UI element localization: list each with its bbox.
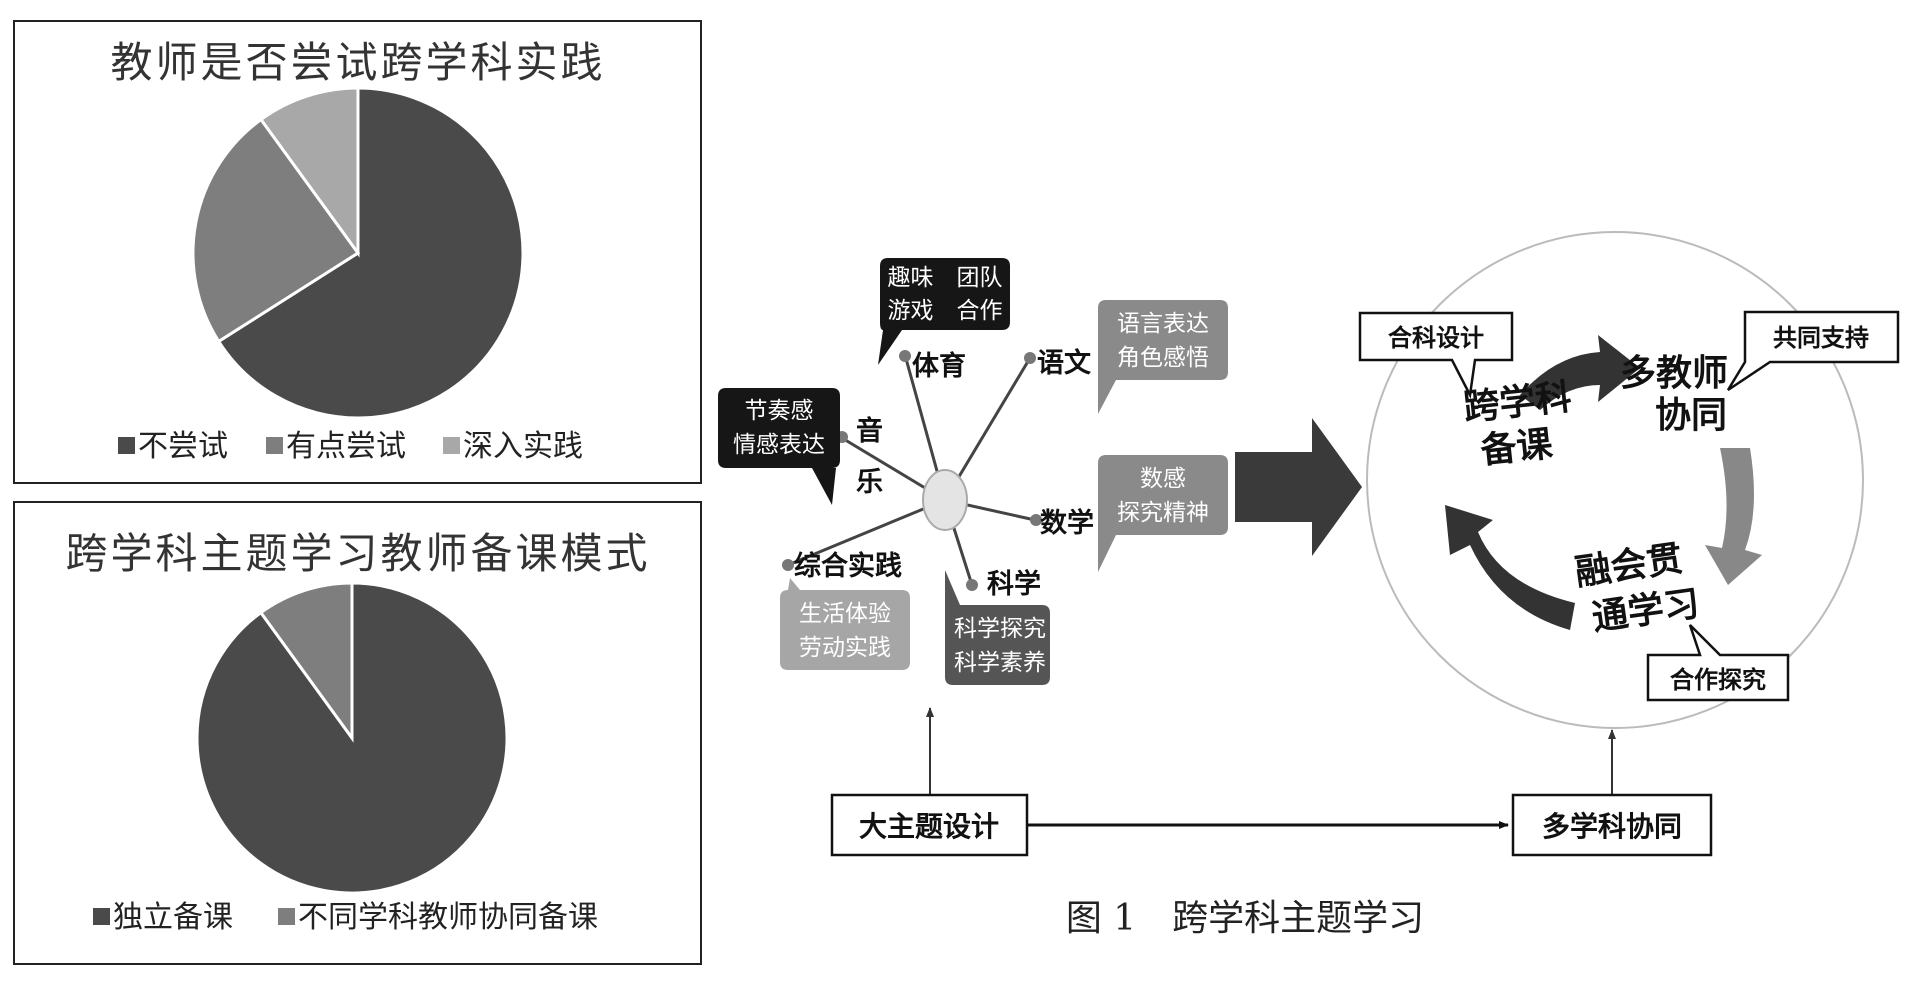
tag-1: 合科设计 — [1358, 311, 1514, 400]
cycle-step-1-line-2: 备课 — [1479, 424, 1555, 472]
bubble-music-shape — [718, 388, 840, 505]
subject-science: 科学 — [987, 568, 1041, 600]
bubble-math: 数感 探究精神 — [1098, 455, 1228, 572]
pie-chart-1-panel: 教师是否尝试跨学科实践 不尝试 有点尝试 深入实践 — [13, 20, 702, 484]
cycle-step-1-line-1: 跨学科 — [1462, 376, 1574, 429]
cycle-arrow-bottom-left — [1445, 505, 1575, 630]
bubble-pe-shape — [878, 258, 1010, 365]
hub-node — [922, 469, 968, 531]
bubble-practice-shape — [780, 578, 910, 670]
subject-practice: 综合实践 — [794, 550, 902, 582]
pie-chart-1-title: 教师是否尝试跨学科实践 — [110, 38, 605, 87]
box-multi-subject-frame — [1511, 793, 1713, 857]
cycle-arrow-top — [1520, 335, 1640, 410]
legend-label-some-try: 有点尝试 — [286, 429, 406, 464]
bubble-science-line-2: 科学素养 — [954, 650, 1046, 676]
bubble-music-line-2: 情感表达 — [733, 432, 825, 458]
subject-pe: 体育 — [912, 350, 966, 382]
pie-slice-3 — [258, 86, 360, 258]
tag-3-label: 合作探究 — [1670, 665, 1766, 694]
bubble-chinese: 语言表达 角色感悟 — [1098, 300, 1228, 414]
legend-label-independent: 独立备课 — [113, 900, 233, 935]
pie-chart-2-legend: 独立备课 不同学科教师协同备课 — [93, 900, 598, 935]
legend-label-no-try: 不尝试 — [138, 429, 228, 464]
legend-swatch-independent — [93, 908, 110, 925]
bubble-pe: 趣味 团队 游戏 合作 — [878, 258, 1010, 365]
pie-chart-2-title: 跨学科主题学习教师备课模式 — [65, 529, 650, 578]
diagram: 体育 语文 音 乐 数学 综合实践 科学 趣味 团队 游戏 合作 语言表达 角色… — [718, 231, 1900, 939]
cycle-arrow-right — [1705, 448, 1762, 585]
bubble-music: 节奏感 情感表达 — [718, 388, 840, 505]
bubble-math-shape — [1098, 455, 1228, 572]
figure-caption: 图 1 跨学科主题学习 — [1066, 898, 1424, 939]
pie-slice-2 — [191, 117, 361, 344]
pie-slice-2 — [258, 581, 354, 743]
dot-math — [1030, 514, 1042, 526]
bubble-chinese-line-1: 语言表达 — [1117, 311, 1209, 337]
bubble-pe-line-1: 趣味 团队 — [888, 265, 1003, 291]
box-big-theme-label: 大主题设计 — [859, 810, 999, 843]
box-big-theme-frame — [830, 793, 1029, 857]
tag-1-label: 合科设计 — [1388, 323, 1484, 352]
bubble-chinese-line-2: 角色感悟 — [1117, 345, 1209, 371]
box-big-theme: 大主题设计 — [830, 793, 1029, 857]
bubble-math-line-2: 探究精神 — [1117, 500, 1209, 526]
pie-chart-2-panel: 跨学科主题学习教师备课模式 独立备课 不同学科教师协同备课 — [13, 501, 702, 965]
dot-chinese — [1024, 352, 1036, 364]
bubble-chinese-shape — [1098, 300, 1228, 414]
bubble-math-line-1: 数感 — [1140, 466, 1186, 492]
big-right-arrow — [1235, 418, 1362, 556]
cycle-step-3-line-2: 通学习 — [1589, 582, 1702, 639]
tag-2-label: 共同支持 — [1773, 323, 1869, 352]
bubble-practice-line-2: 劳动实践 — [799, 635, 891, 661]
tag-2-shape — [1726, 310, 1900, 392]
legend-swatch-no-try — [118, 437, 135, 454]
tag-2: 共同支持 — [1726, 310, 1900, 392]
pie-chart-1-legend: 不尝试 有点尝试 深入实践 — [118, 429, 583, 464]
cycle-circle — [1366, 231, 1864, 729]
cycle-step-2-line-2: 协同 — [1655, 395, 1727, 436]
legend-swatch-some-try — [266, 437, 283, 454]
tag-3: 合作探究 — [1646, 624, 1790, 702]
pie-slice-1 — [216, 86, 525, 420]
bubble-practice-line-1: 生活体验 — [799, 601, 891, 627]
pie-chart-1-plot — [191, 86, 525, 420]
box-multi-subject: 多学科协同 — [1511, 793, 1713, 857]
spoke-practice — [787, 498, 946, 567]
tag-1-shape — [1358, 311, 1514, 400]
legend-swatch-deep-practice — [443, 437, 460, 454]
subject-music-1: 音 — [856, 415, 883, 447]
dot-pe — [899, 350, 911, 362]
dot-science — [966, 579, 978, 591]
cycle-step-3-line-1: 融会贯 — [1573, 538, 1686, 594]
legend-swatch-collaborative — [278, 908, 295, 925]
tag-3-shape — [1646, 624, 1790, 702]
pie-chart-2-plot — [195, 581, 509, 895]
subject-chinese: 语文 — [1037, 347, 1092, 379]
dot-practice — [782, 559, 794, 571]
bubble-music-line-1: 节奏感 — [745, 398, 814, 424]
bubble-science-line-1: 科学探究 — [954, 616, 1046, 642]
legend-label-deep-practice: 深入实践 — [463, 429, 583, 464]
bubble-science-shape — [945, 570, 1050, 685]
legend-label-collaborative: 不同学科教师协同备课 — [298, 900, 598, 935]
box-multi-subject-label: 多学科协同 — [1542, 810, 1682, 843]
cycle-step-2-line-1: 多教师 — [1620, 353, 1728, 394]
subject-music-2: 乐 — [856, 467, 883, 498]
subject-math: 数学 — [1040, 507, 1094, 539]
bubble-practice: 生活体验 劳动实践 — [780, 578, 910, 670]
bubble-pe-line-2: 游戏 合作 — [888, 298, 1003, 324]
bubble-science: 科学探究 科学素养 — [945, 570, 1050, 685]
